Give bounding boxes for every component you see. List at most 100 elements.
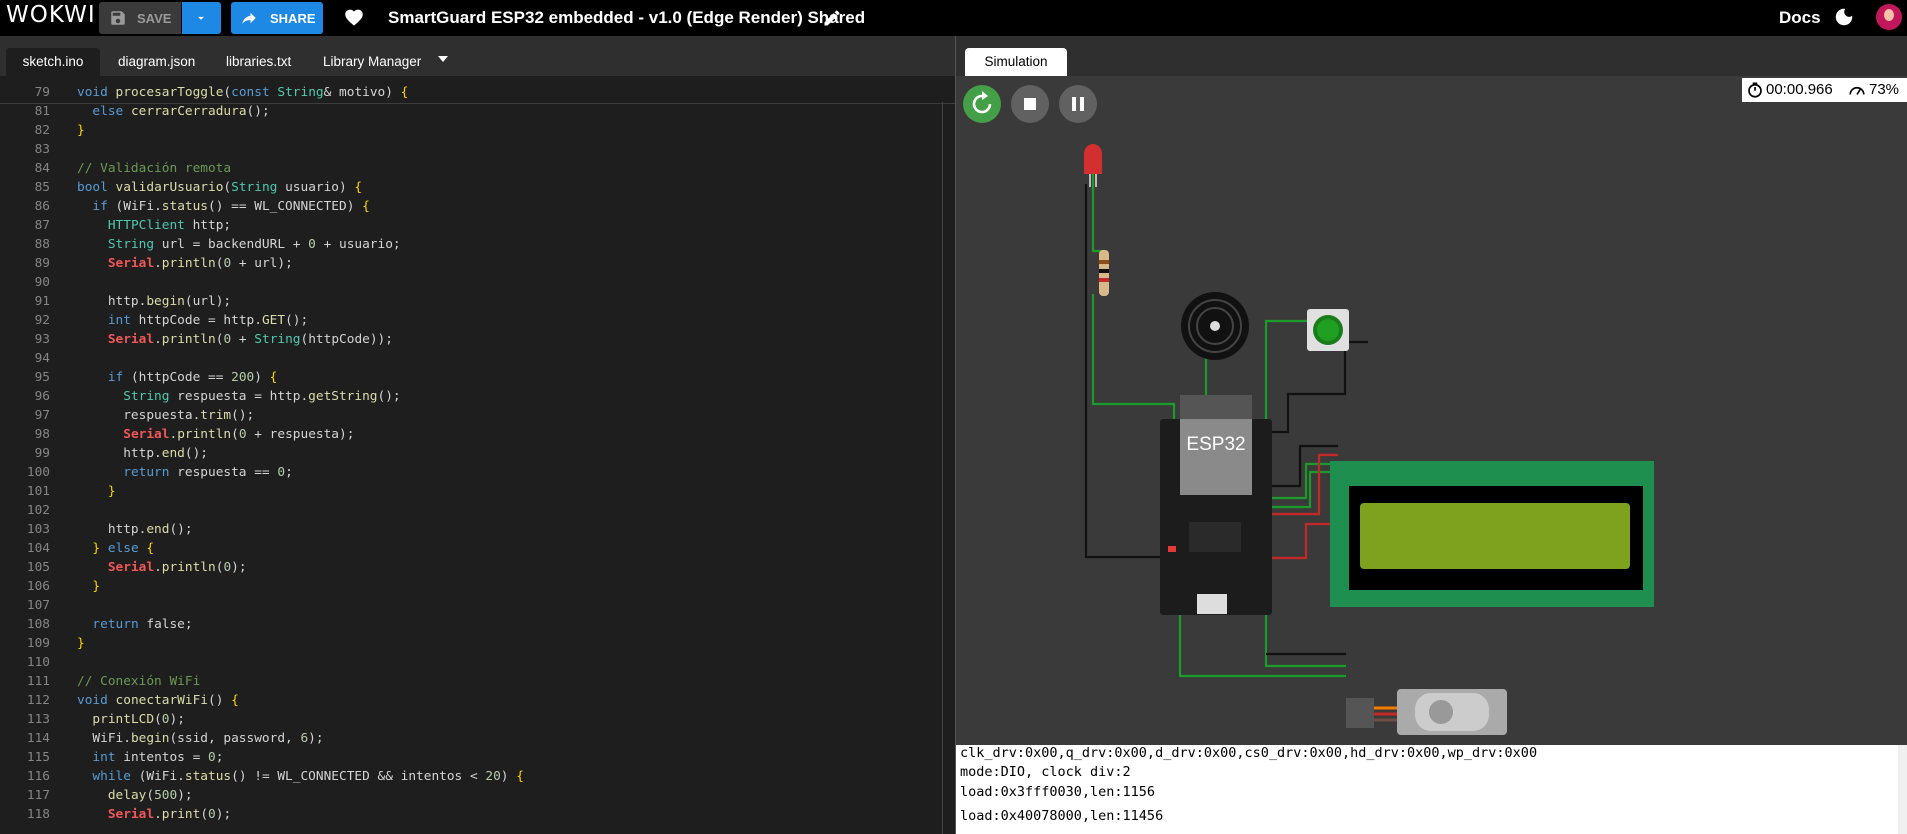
pause-icon [1072, 97, 1084, 111]
share-icon [239, 9, 259, 30]
code-text: } else { [92, 541, 155, 556]
share-button[interactable]: SHARE [231, 2, 323, 34]
code-line[interactable]: 81 else cerrarCerradura(); [0, 102, 955, 121]
code-line[interactable]: 106 } [0, 577, 955, 596]
stop-simulation-button[interactable] [1011, 85, 1049, 123]
code-line[interactable]: 96 String respuesta = http.getString(); [0, 387, 955, 406]
code-line[interactable]: 111// Conexión WiFi [0, 672, 955, 691]
code-line[interactable]: 88 String url = backendURL + 0 + usuario… [0, 235, 955, 254]
code-line[interactable]: 108 return false; [0, 615, 955, 634]
code-line[interactable]: 100 return respuesta == 0; [0, 463, 955, 482]
speed-gauge-icon [1849, 86, 1865, 95]
simulation-canvas[interactable]: ESP32 [956, 76, 1907, 745]
code-line[interactable]: 105 Serial.println(0); [0, 558, 955, 577]
resistor [1099, 250, 1109, 296]
tab-libraries-txt[interactable]: libraries.txt [226, 54, 292, 69]
line-number: 114 [26, 731, 50, 746]
line-number: 116 [26, 769, 50, 784]
docs-link[interactable]: Docs [1779, 8, 1821, 27]
heart-icon[interactable] [343, 7, 365, 33]
code-line[interactable]: 93 Serial.println(0 + String(httpCode)); [0, 330, 955, 349]
editor-scroll-gutter[interactable] [942, 102, 955, 834]
restart-simulation-button[interactable] [963, 85, 1001, 123]
pause-simulation-button[interactable] [1059, 85, 1097, 123]
code-line[interactable]: 86 if (WiFi.status() == WL_CONNECTED) { [0, 197, 955, 216]
code-line[interactable]: 99 http.end(); [0, 444, 955, 463]
code-line[interactable]: 113 printLCD(0); [0, 710, 955, 729]
share-label: SHARE [270, 11, 316, 26]
code-text: respuesta.trim(); [77, 408, 255, 423]
code-line[interactable]: 110 [0, 653, 955, 672]
servo-motor [1346, 689, 1507, 735]
edit-title-icon[interactable] [822, 8, 842, 33]
code-line[interactable]: 101 } [0, 482, 955, 501]
buzzer [1181, 292, 1249, 360]
code-line[interactable]: 91 http.begin(url); [0, 292, 955, 311]
code-line[interactable]: 98 Serial.println(0 + respuesta); [0, 425, 955, 444]
code-text: Serial.print(0); [107, 807, 232, 822]
tab-simulation[interactable]: Simulation [965, 48, 1067, 76]
dark-mode-toggle-icon[interactable] [1833, 6, 1855, 33]
wokwi-logo[interactable]: WOKWI [6, 2, 96, 28]
stopwatch-icon [1748, 82, 1762, 98]
code-text: void conectarWiFi() { [77, 693, 239, 708]
console-scrollbar[interactable] [1898, 745, 1907, 834]
push-button [1307, 309, 1349, 351]
save-dropdown-button[interactable] [182, 2, 221, 34]
code-line[interactable]: 82} [0, 121, 955, 140]
code-line[interactable]: 97 respuesta.trim(); [0, 406, 955, 425]
code-line[interactable]: 83 [0, 140, 955, 159]
simulation-tab-bar: Simulation [956, 36, 1907, 76]
code-line[interactable]: 116 while (WiFi.status() != WL_CONNECTED… [0, 767, 955, 786]
line-number: 98 [34, 427, 50, 442]
line-number: 118 [26, 807, 50, 822]
serial-monitor[interactable]: clk_drv:0x00,q_drv:0x00,d_drv:0x00,cs0_d… [956, 745, 1907, 834]
code-line[interactable]: 89 Serial.println(0 + url); [0, 254, 955, 273]
code-line[interactable]: 102 [0, 501, 955, 520]
tabs-menu-chevron-icon[interactable] [438, 56, 448, 62]
line-number: 108 [26, 617, 50, 632]
code-line[interactable]: 115 int intentos = 0; [0, 748, 955, 767]
code-line[interactable]: 87 HTTPClient http; [0, 216, 955, 235]
code-line[interactable]: 90 [0, 273, 955, 292]
code-line[interactable]: 103 http.end(); [0, 520, 955, 539]
console-line: load:0x3fff0030,len:1156 [960, 784, 1156, 800]
code-line[interactable]: 107 [0, 596, 955, 615]
code-text: int httpCode = http.GET(); [107, 313, 309, 328]
tab-library-manager[interactable]: Library Manager [323, 54, 422, 69]
line-number: 110 [26, 655, 50, 670]
line-number: 117 [26, 788, 50, 803]
console-line: mode:DIO, clock div:2 [960, 764, 1131, 780]
tab-diagram-json[interactable]: diagram.json [118, 54, 196, 69]
line-number: 103 [26, 522, 50, 537]
code-line[interactable]: 84// Validación remota [0, 159, 955, 178]
tab-sketch-ino[interactable]: sketch.ino [6, 48, 100, 76]
save-button[interactable]: SAVE [99, 2, 181, 34]
line-number: 115 [26, 750, 50, 765]
pane-divider[interactable] [955, 36, 956, 834]
line-number: 96 [34, 389, 50, 404]
code-line[interactable]: 114 WiFi.begin(ssid, password, 6); [0, 729, 955, 748]
code-line[interactable]: 95 if (httpCode == 200) { [0, 368, 955, 387]
code-text: while (WiFi.status() != WL_CONNECTED && … [92, 769, 524, 784]
red-led [1084, 144, 1102, 187]
code-line[interactable]: 94 [0, 349, 955, 368]
code-line[interactable]: 104 } else { [0, 539, 955, 558]
lcd-16x2 [1330, 461, 1654, 607]
code-line[interactable]: 109} [0, 634, 955, 653]
esp32-board: ESP32 [1160, 395, 1272, 615]
code-line[interactable]: 117 delay(500); [0, 786, 955, 805]
code-text: } [92, 579, 101, 594]
user-avatar[interactable] [1876, 4, 1902, 30]
code-line[interactable]: 92 int httpCode = http.GET(); [0, 311, 955, 330]
code-line[interactable]: 118 Serial.print(0); [0, 805, 955, 824]
line-number: 97 [34, 408, 50, 423]
line-number: 95 [34, 370, 50, 385]
line-number: 83 [34, 142, 50, 157]
code-text: HTTPClient http; [107, 218, 232, 233]
code-text: Serial.println(0 + respuesta); [123, 427, 355, 442]
